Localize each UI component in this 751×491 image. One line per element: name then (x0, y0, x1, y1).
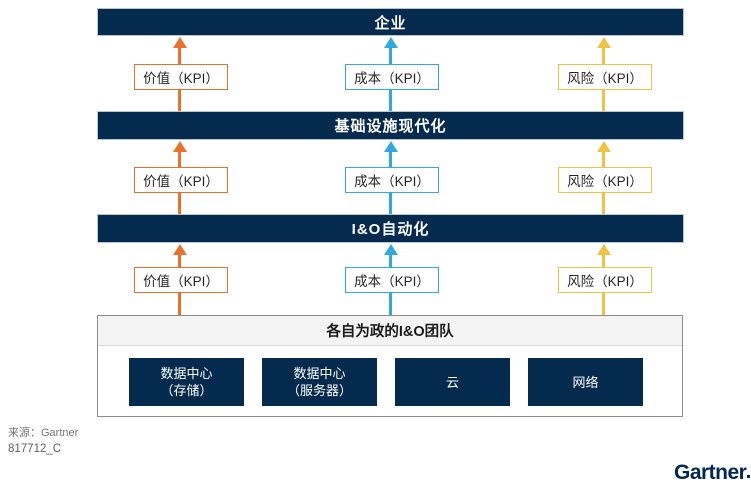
team-box-datacenter-storage: 数据中心 （存储） (129, 358, 244, 406)
up-arrow-icon (173, 141, 187, 152)
up-arrow-icon (173, 244, 187, 255)
kpi-box-cost: 成本（KPI） (345, 167, 439, 193)
team-box-cloud: 云 (395, 358, 510, 406)
up-arrow-icon (384, 141, 398, 152)
team-box-label: 云 (445, 374, 459, 390)
team-box-label: 网络 (572, 374, 599, 390)
kpi-box-risk: 风险（KPI） (558, 267, 652, 293)
source-note: 来源：Gartner (8, 427, 79, 439)
gartner-logo-text: Gartner (674, 461, 747, 484)
team-box-label: （存储） (160, 383, 213, 398)
level-bar-enterprise: 企业 (97, 8, 684, 36)
up-arrow-icon (384, 37, 398, 48)
up-arrow-icon (384, 244, 398, 255)
siloed-teams-title: 各自为政的I&O团队 (98, 316, 682, 346)
up-arrow-icon (597, 37, 611, 48)
team-box-label: 数据中心 (293, 366, 346, 381)
registered-mark-icon (747, 475, 751, 478)
team-box-network: 网络 (528, 358, 643, 406)
team-box-datacenter-server: 数据中心 （服务器） (262, 358, 377, 406)
level-bar-automation: I&O自动化 (97, 214, 684, 243)
team-box-label: （服务器） (286, 383, 352, 398)
kpi-box-cost: 成本（KPI） (345, 64, 439, 90)
document-id: 817712_C (8, 443, 62, 455)
up-arrow-icon (597, 141, 611, 152)
siloed-teams-panel: 各自为政的I&O团队 数据中心 （存储） 数据中心 （服务器） 云 网络 (97, 315, 683, 417)
kpi-box-value: 价值（KPI） (134, 64, 228, 90)
team-box-label: 数据中心 (160, 366, 213, 381)
gartner-logo: Gartner (674, 461, 751, 485)
kpi-box-value: 价值（KPI） (134, 267, 228, 293)
kpi-box-risk: 风险（KPI） (558, 64, 652, 90)
level-bar-infrastructure: 基础设施现代化 (97, 111, 684, 140)
kpi-box-cost: 成本（KPI） (345, 267, 439, 293)
kpi-box-value: 价值（KPI） (134, 167, 228, 193)
kpi-box-risk: 风险（KPI） (558, 167, 652, 193)
up-arrow-icon (173, 37, 187, 48)
up-arrow-icon (597, 244, 611, 255)
